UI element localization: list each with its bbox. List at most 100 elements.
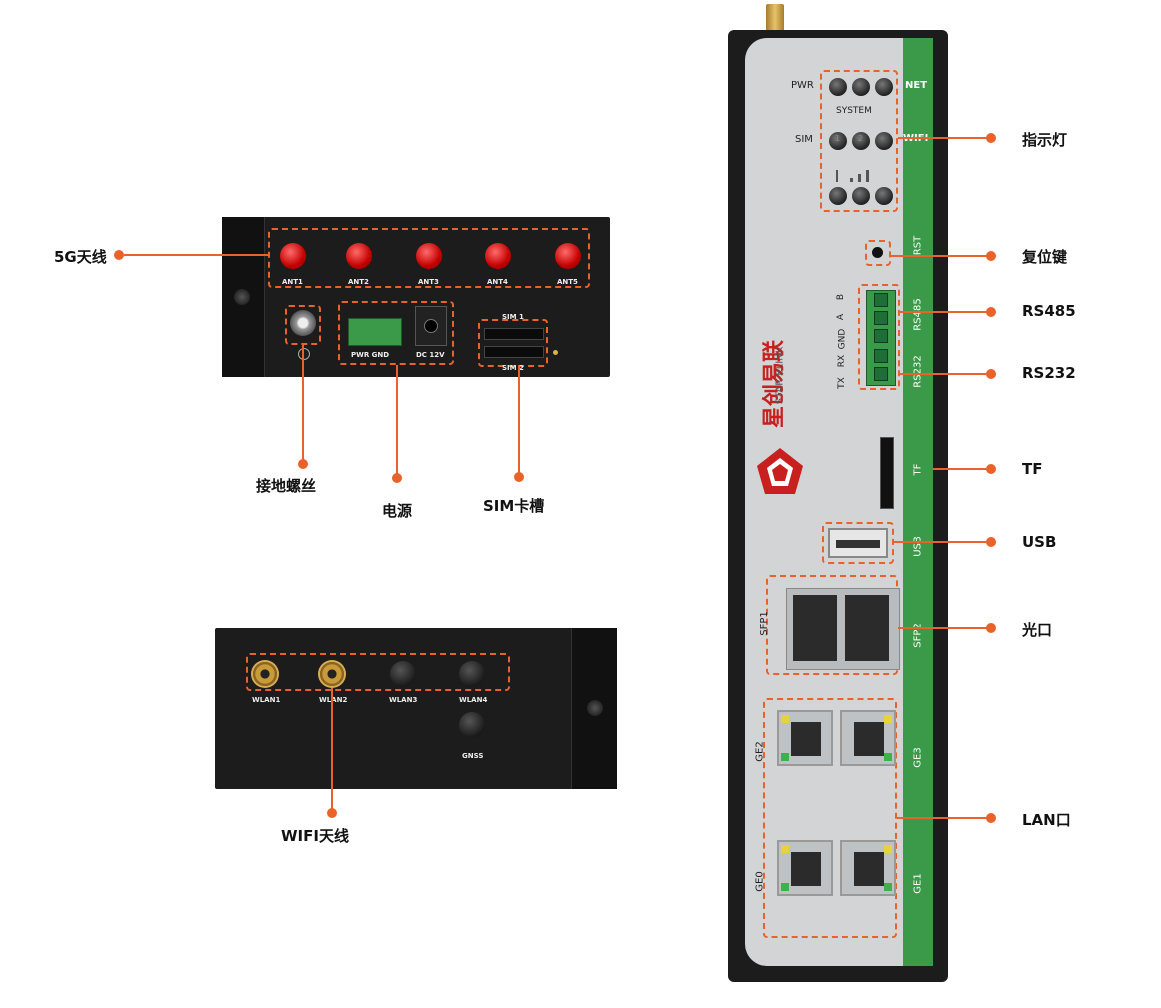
callout-rs485: RS485 bbox=[1022, 302, 1076, 320]
power-group-box bbox=[338, 301, 454, 365]
signal-bar-3 bbox=[866, 170, 869, 182]
sfp1-port bbox=[793, 595, 837, 661]
terminal-a bbox=[874, 311, 888, 325]
lan-group-box bbox=[763, 698, 897, 938]
callout-rs232-dot bbox=[986, 369, 996, 379]
ge3-port-hole bbox=[854, 722, 884, 756]
ge1-led-green bbox=[884, 883, 892, 891]
callout-sim-slot: SIM卡槽 bbox=[483, 497, 545, 515]
sfp2-port bbox=[845, 595, 889, 661]
led-wifi bbox=[875, 132, 893, 150]
callout-power-dot bbox=[392, 473, 402, 483]
dc-jack-hole bbox=[424, 319, 438, 333]
ground-screw-box bbox=[285, 305, 321, 345]
terminal-gnd-label: GND bbox=[837, 328, 848, 350]
ge0-label: GE0 bbox=[754, 871, 766, 892]
terminal-rx bbox=[874, 349, 888, 363]
ge3-port bbox=[840, 710, 896, 766]
callout-lan-dot bbox=[986, 813, 996, 823]
ant1-label: ANT1 bbox=[282, 278, 303, 286]
usb-strip-label: USB bbox=[912, 536, 924, 557]
callout-usb: USB bbox=[1022, 533, 1057, 551]
sim2-led-label: 2 bbox=[858, 134, 864, 143]
callout-rs232: RS232 bbox=[1022, 364, 1076, 382]
callout-indicator: 指示灯 bbox=[1022, 131, 1068, 149]
callout-reset-line bbox=[891, 255, 988, 257]
wlan3-label: WLAN3 bbox=[389, 696, 418, 704]
sim2-label: SIM 2 bbox=[502, 364, 524, 372]
rst-label: RST bbox=[912, 235, 924, 256]
ge2-port bbox=[777, 710, 833, 766]
led-pwr bbox=[829, 78, 847, 96]
terminal-gnd bbox=[874, 329, 888, 343]
tf-strip-label: TF bbox=[912, 463, 924, 476]
callout-optical-dot bbox=[986, 623, 996, 633]
callout-usb-dot bbox=[986, 537, 996, 547]
callout-optical-port: 光口 bbox=[1022, 621, 1053, 639]
callout-ground-screw: 接地螺丝 bbox=[256, 477, 317, 495]
sim-label: SIM bbox=[795, 134, 813, 145]
serial-terminal-box bbox=[858, 284, 900, 390]
ant5-label: ANT5 bbox=[557, 278, 578, 286]
wlan2-connector bbox=[318, 660, 346, 688]
callout-indicator-dot bbox=[986, 133, 996, 143]
signal-antenna-icon bbox=[836, 170, 838, 182]
signal-bar-1 bbox=[850, 178, 853, 182]
callout-5g-antenna: 5G天线 bbox=[54, 248, 107, 266]
wlan3-plug bbox=[390, 661, 416, 687]
usb-port bbox=[828, 528, 888, 558]
wlan4-label: WLAN4 bbox=[459, 696, 488, 704]
antenna-top-connector bbox=[766, 4, 784, 34]
callout-wifi-dot bbox=[327, 808, 337, 818]
ant1-connector bbox=[280, 243, 306, 269]
front-panel-green-strip bbox=[903, 38, 933, 966]
terminal-a-label: A bbox=[836, 313, 847, 321]
callout-sim-dot bbox=[514, 472, 524, 482]
terminal-rx-label: RX bbox=[837, 354, 848, 368]
flange-screw-right bbox=[587, 700, 603, 716]
led-signal2 bbox=[852, 187, 870, 205]
ge1-led-yellow bbox=[884, 845, 892, 853]
ge2-port-hole bbox=[791, 722, 821, 756]
sfp1-cage bbox=[786, 588, 900, 670]
sfp1-label: SFP1 bbox=[758, 611, 770, 636]
ant5-connector bbox=[555, 243, 581, 269]
led-signal1 bbox=[829, 187, 847, 205]
indicator-group-box bbox=[820, 70, 898, 212]
wlan2-label: WLAN2 bbox=[319, 696, 348, 704]
tf-slot bbox=[880, 437, 894, 509]
ant2-label: ANT2 bbox=[348, 278, 369, 286]
ant2-connector bbox=[346, 243, 372, 269]
led-signal3 bbox=[875, 187, 893, 205]
ant3-connector bbox=[416, 243, 442, 269]
callout-usb-line bbox=[894, 541, 988, 543]
signal-icon bbox=[836, 168, 882, 182]
terminal-b-label: B bbox=[836, 293, 847, 301]
callout-rs485-dot bbox=[986, 307, 996, 317]
ge0-led-green bbox=[781, 883, 789, 891]
callout-rs232-line bbox=[900, 373, 988, 375]
callout-5g-antenna-dot bbox=[114, 250, 124, 260]
sim-led bbox=[553, 350, 558, 355]
sim2-slot bbox=[484, 346, 544, 358]
dc-jack bbox=[415, 306, 447, 346]
led-sim2 bbox=[852, 132, 870, 150]
ant4-connector bbox=[485, 243, 511, 269]
callout-reset-dot bbox=[986, 251, 996, 261]
callout-optical-line bbox=[898, 627, 988, 629]
net-label: NET bbox=[905, 80, 928, 91]
sfp2-strip-label: SFP2 bbox=[912, 623, 924, 648]
ge2-led-yellow bbox=[781, 715, 789, 723]
callout-tf-line bbox=[933, 468, 988, 470]
sim-slot-group-box bbox=[478, 319, 548, 367]
dc-12v-label: DC 12V bbox=[416, 351, 445, 359]
ge1-strip-label: GE1 bbox=[912, 873, 924, 894]
ge3-led-green bbox=[884, 753, 892, 761]
rs485-strip-label: RS485 bbox=[912, 298, 924, 331]
callout-lan-port: LAN口 bbox=[1022, 811, 1071, 829]
antenna-5g-group-box bbox=[268, 228, 590, 288]
callout-5g-antenna-line bbox=[124, 254, 268, 256]
ge2-label: GE2 bbox=[754, 741, 766, 762]
sim1-slot bbox=[484, 328, 544, 340]
ant4-label: ANT4 bbox=[487, 278, 508, 286]
